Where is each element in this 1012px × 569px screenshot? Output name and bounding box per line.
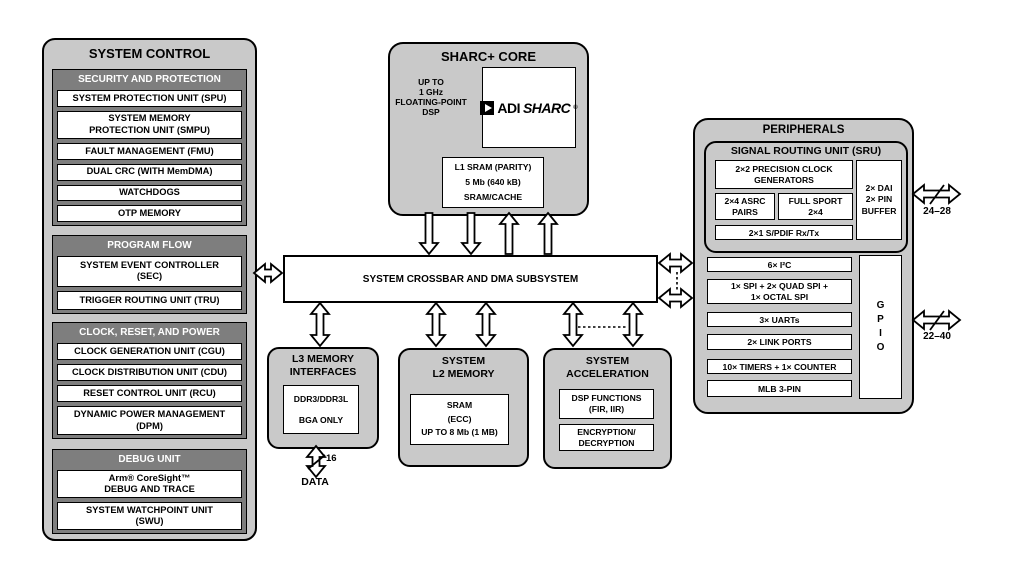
acceleration-title: SYSTEM ACCELERATION bbox=[566, 355, 649, 380]
dai-pin-count-label: 24–28 bbox=[923, 206, 951, 217]
block-rcu: RESET CONTROL UNIT (RCU) bbox=[57, 385, 242, 403]
block-fmu: FAULT MANAGEMENT (FMU) bbox=[57, 143, 242, 160]
system-control-panel: SYSTEM CONTROL SECURITY AND PROTECTION S… bbox=[42, 38, 257, 541]
precision-clock-block: 2×2 PRECISION CLOCK GENERATORS bbox=[715, 160, 853, 189]
block-coresight: Arm® CoreSight™ DEBUG AND TRACE bbox=[57, 470, 242, 498]
mlb-block: MLB 3-PIN bbox=[707, 380, 852, 397]
arrow-crossbar-peripherals-bottom bbox=[657, 287, 694, 309]
spdif-block: 2×1 S/PDIF Rx/Tx bbox=[715, 225, 853, 240]
uart-block: 3× UARTs bbox=[707, 312, 852, 327]
dai-bus-slash bbox=[929, 184, 945, 205]
l3-data-label: DATA bbox=[301, 476, 329, 488]
sharc-logo-text: SHARC bbox=[522, 99, 571, 116]
gpio-block: G P I O bbox=[859, 255, 902, 399]
asrc-block: 2×4 ASRC PAIRS bbox=[715, 193, 775, 220]
group-debug-unit: DEBUG UNIT Arm® CoreSight™ DEBUG AND TRA… bbox=[52, 449, 247, 534]
arrow-crossbar-to-core-2 bbox=[537, 211, 559, 255]
l1-sram-block: L1 SRAM (PARITY) 5 Mb (640 kB) SRAM/CACH… bbox=[442, 157, 544, 208]
sharc-core-title: SHARC+ CORE bbox=[441, 49, 536, 64]
arrow-core-to-crossbar-1 bbox=[418, 212, 440, 256]
peripherals-title: PERIPHERALS bbox=[762, 124, 845, 136]
ddr3-block: DDR3/DDR3L BGA ONLY bbox=[283, 385, 359, 434]
sharc-core-panel: SHARC+ CORE UP TO 1 GHz FLOATING-POINT D… bbox=[388, 42, 589, 216]
sru-panel: SIGNAL ROUTING UNIT (SRU) 2×2 PRECISION … bbox=[704, 141, 908, 253]
arrow-dai-pins-bus bbox=[911, 183, 962, 205]
arrow-crossbar-l2-2 bbox=[475, 301, 497, 348]
block-smpu: SYSTEM MEMORY PROTECTION UNIT (SMPU) bbox=[57, 110, 242, 139]
l2-sram-block: SRAM (ECC) UP TO 8 Mb (1 MB) bbox=[410, 394, 509, 445]
arrow-crossbar-accel-1 bbox=[562, 301, 584, 348]
arrow-crossbar-accel-2 bbox=[622, 301, 644, 348]
arrow-crossbar-l2-1 bbox=[425, 301, 447, 348]
link-ports-block: 2× LINK PORTS bbox=[707, 334, 852, 350]
l3-bus-slash bbox=[307, 454, 326, 470]
group-security-protection: SECURITY AND PROTECTION SYSTEM PROTECTIO… bbox=[52, 69, 247, 226]
arrow-syscontrol-crossbar bbox=[252, 262, 284, 284]
spi-block: 1× SPI + 2× QUAD SPI + 1× OCTAL SPI bbox=[707, 279, 852, 304]
block-cgu: CLOCK GENERATION UNIT (CGU) bbox=[57, 343, 242, 361]
block-tru: TRIGGER ROUTING UNIT (TRU) bbox=[57, 290, 242, 310]
dsp-functions-block: DSP FUNCTIONS (FIR, IIR) bbox=[559, 389, 654, 419]
i2c-block: 6× I²C bbox=[707, 257, 852, 272]
group-header: SECURITY AND PROTECTION bbox=[78, 74, 221, 85]
block-otp-memory: OTP MEMORY bbox=[57, 205, 242, 222]
full-sport-block: FULL SPORT 2×4 bbox=[778, 193, 853, 220]
gpio-bus-slash bbox=[929, 310, 945, 331]
group-header: PROGRAM FLOW bbox=[107, 240, 192, 251]
group-header: CLOCK, RESET, AND POWER bbox=[79, 327, 220, 338]
sharc-core-subtitle: UP TO 1 GHz FLOATING-POINT DSP bbox=[395, 77, 467, 117]
encryption-block: ENCRYPTION/ DECRYPTION bbox=[559, 424, 654, 451]
block-dual-crc: DUAL CRC (WITH MemDMA) bbox=[57, 163, 242, 181]
sru-title: SIGNAL ROUTING UNIT (SRU) bbox=[730, 145, 882, 157]
arrow-l3-data-bus bbox=[305, 444, 327, 479]
crossbar-block: SYSTEM CROSSBAR AND DMA SUBSYSTEM bbox=[283, 255, 658, 303]
timers-block: 10× TIMERS + 1× COUNTER bbox=[707, 359, 852, 374]
l2-memory-panel: SYSTEM L2 MEMORY SRAM (ECC) UP TO 8 Mb (… bbox=[398, 348, 529, 467]
group-header: DEBUG UNIT bbox=[118, 454, 181, 465]
group-clock-reset-power: CLOCK, RESET, AND POWER CLOCK GENERATION… bbox=[52, 322, 247, 439]
gpio-pin-count-label: 22–40 bbox=[923, 331, 951, 342]
block-spu: SYSTEM PROTECTION UNIT (SPU) bbox=[57, 90, 242, 107]
dai-pin-buffer-block: 2× DAI 2× PIN BUFFER bbox=[856, 160, 902, 240]
arrow-gpio-pins-bus bbox=[911, 309, 962, 331]
l3-memory-panel: L3 MEMORY INTERFACES DDR3/DDR3L BGA ONLY bbox=[267, 347, 379, 449]
adi-triangle-icon bbox=[480, 100, 495, 115]
registered-mark: ® bbox=[573, 104, 578, 111]
system-control-title: SYSTEM CONTROL bbox=[88, 46, 211, 61]
l3-bus-width-label: 16 bbox=[326, 453, 337, 464]
block-dpm: DYNAMIC POWER MANAGEMENT (DPM) bbox=[57, 406, 242, 435]
block-swu: SYSTEM WATCHPOINT UNIT (SWU) bbox=[57, 502, 242, 530]
l2-memory-title: SYSTEM L2 MEMORY bbox=[432, 355, 495, 380]
group-program-flow: PROGRAM FLOW SYSTEM EVENT CONTROLLER (SE… bbox=[52, 235, 247, 314]
arrow-core-to-crossbar-2 bbox=[460, 212, 482, 256]
acceleration-panel: SYSTEM ACCELERATION DSP FUNCTIONS (FIR, … bbox=[543, 348, 672, 469]
block-cdu: CLOCK DISTRIBUTION UNIT (CDU) bbox=[57, 364, 242, 382]
arrow-crossbar-l3 bbox=[309, 301, 331, 348]
adi-logo-text: ADI bbox=[497, 99, 520, 116]
arrow-crossbar-peripherals-top bbox=[657, 252, 694, 274]
peripherals-panel: PERIPHERALS SIGNAL ROUTING UNIT (SRU) 2×… bbox=[693, 118, 914, 414]
arrow-crossbar-to-core-1 bbox=[498, 211, 520, 255]
block-watchdogs: WATCHDOGS bbox=[57, 184, 242, 202]
block-sec: SYSTEM EVENT CONTROLLER (SEC) bbox=[57, 256, 242, 287]
l3-memory-title: L3 MEMORY INTERFACES bbox=[289, 353, 357, 378]
